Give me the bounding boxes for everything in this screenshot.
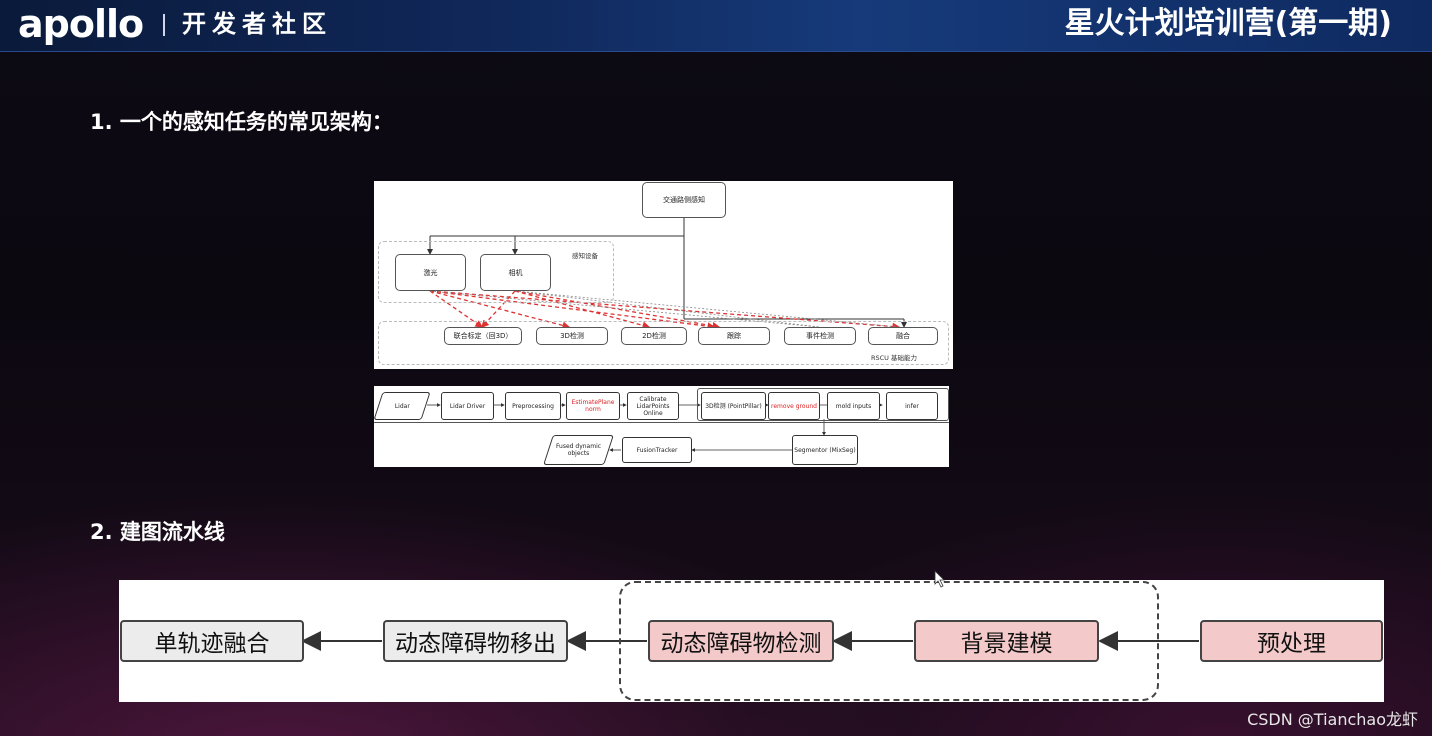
stage-dynamic-obstacle-removal: 动态障碍物移出 (383, 620, 568, 662)
traffic-roadside-perception-node: 交通路侧感知 (642, 182, 726, 218)
capability-node: 跟踪 (698, 327, 770, 345)
capability-node: 事件检测 (784, 327, 856, 345)
apollo-logo: apollo (18, 2, 144, 46)
mapping-pipeline-diagram: 单轨迹融合 动态障碍物移出 动态障碍物检测 背景建模 预处理 (119, 580, 1384, 702)
watermark: CSDN @Tianchao龙虾 (1247, 710, 1418, 729)
preprocessing-node: Preprocessing (505, 392, 561, 420)
device-group-region (378, 241, 614, 303)
capability-node: 2D检测 (621, 327, 687, 345)
detection-3d-frame (697, 388, 949, 421)
section-heading-perception: 1. 一个的感知任务的常见架构： (90, 110, 393, 134)
capability-node: 联合标定（回3D） (444, 327, 522, 345)
stage-preprocessing: 预处理 (1200, 620, 1383, 662)
detection-3d-node: 3D检测 (PointPillar) (701, 392, 766, 420)
capability-node: 融合 (868, 327, 938, 345)
logo-separator (163, 14, 165, 36)
lidar-driver-node: Lidar Driver (441, 392, 494, 420)
capability-group-label: RSCU 基础能力 (871, 354, 918, 362)
camera-node: 相机 (480, 254, 551, 291)
mouse-cursor-icon (934, 570, 945, 588)
mold-inputs-node: mold inputs (827, 392, 880, 420)
stage-dynamic-obstacle-detection: 动态障碍物检测 (648, 620, 834, 662)
header-bar: apollo 开发者社区 星火计划培训营(第一期) (0, 0, 1432, 52)
pipeline-arrows (301, 631, 1199, 651)
row-divider (374, 422, 949, 423)
community-label: 开发者社区 (182, 10, 332, 38)
capability-node: 3D检测 (536, 327, 608, 345)
remove-ground-node: remove ground (768, 392, 820, 420)
perception-architecture-diagram: 交通路侧感知 感知设备 激光 相机 联合标定（回3D） 3D检测 2D检测 跟踪… (374, 181, 953, 369)
infer-node: infer (886, 392, 938, 420)
detection-group-dashed-box (619, 581, 1159, 701)
stage-background-modeling: 背景建模 (914, 620, 1099, 662)
program-title: 星火计划培训营(第一期) (1064, 6, 1392, 41)
estimate-plane-node: EstimatePlane norm (566, 392, 620, 420)
stage-single-trajectory-fusion: 单轨迹融合 (120, 620, 304, 662)
lidar-pipeline-diagram: Lidar Lidar Driver Preprocessing Estimat… (373, 386, 949, 467)
fused-objects-node: Fused dynamic objects (543, 435, 614, 465)
lidar-input-node: Lidar (373, 392, 431, 420)
section-heading-mapping: 2. 建图流水线 (90, 520, 225, 544)
segmentor-node: Segmentor (MixSeg) (792, 435, 858, 465)
fusion-tracker-node: FusionTracker (622, 437, 692, 463)
device-group-label: 感知设备 (572, 252, 598, 260)
lidar-node: 激光 (395, 254, 466, 291)
capability-group-region (378, 321, 949, 365)
calibrate-node: Calibrate LidarPoints Online (627, 392, 679, 420)
